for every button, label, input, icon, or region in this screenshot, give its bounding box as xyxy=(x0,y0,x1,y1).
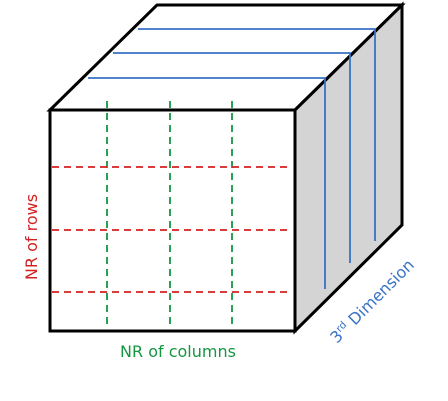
depth-layer-line xyxy=(88,77,326,289)
columns-label: NR of columns xyxy=(120,342,236,361)
depth-layer-line xyxy=(138,28,376,241)
column-divider-lines xyxy=(106,101,233,329)
rows-label: NR of rows xyxy=(22,194,41,280)
cube-front-face xyxy=(48,108,297,333)
third-dimension-layer-lines xyxy=(88,28,376,289)
row-divider-lines xyxy=(52,166,287,293)
depth-layer-line xyxy=(113,52,351,263)
